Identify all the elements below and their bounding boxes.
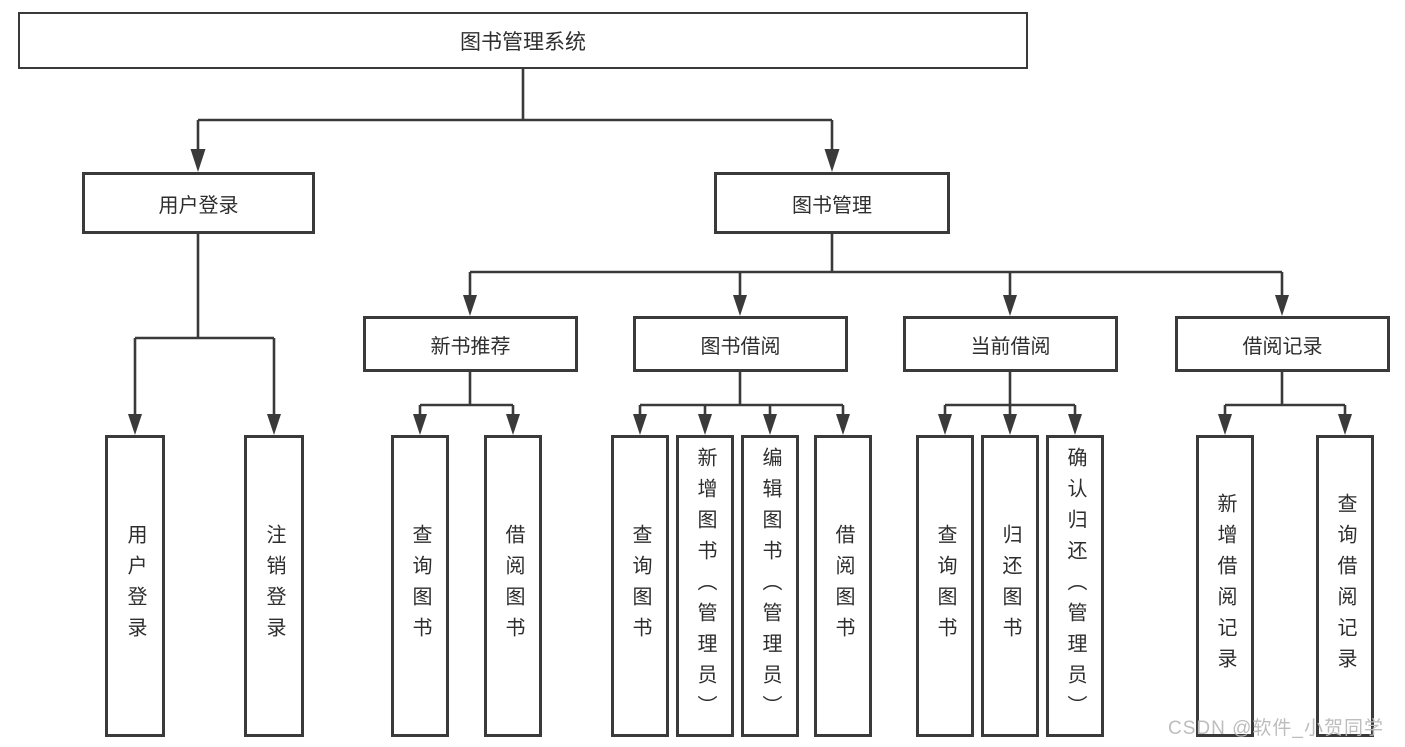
node-label: 用户登录: [124, 524, 146, 648]
node-label: 新书推荐: [430, 335, 511, 358]
node-label: 编辑图书（管理员）: [759, 446, 781, 726]
node-label: 当前借阅: [970, 335, 1051, 358]
leaf-borrow-books-1: 借阅图书: [484, 435, 542, 737]
node-label: 查询图书: [934, 524, 956, 648]
node-label: 新增借阅记录: [1214, 493, 1236, 679]
node-label: 图书借阅: [700, 335, 781, 358]
node-borrowing-records: 借阅记录: [1175, 316, 1390, 372]
leaf-return-books: 归还图书: [981, 435, 1039, 737]
leaf-query-books-1: 查询图书: [391, 435, 449, 737]
node-user-login: 用户登录: [82, 172, 315, 234]
leaf-add-books-admin: 新增图书（管理员）: [676, 435, 734, 737]
node-label: 借阅图书: [832, 524, 854, 648]
node-label: 借阅图书: [502, 524, 524, 648]
node-label: 新增图书（管理员）: [694, 446, 716, 726]
leaf-borrow-books-2: 借阅图书: [814, 435, 872, 737]
node-book-borrowing: 图书借阅: [633, 316, 848, 372]
node-label: 图书管理: [792, 194, 872, 217]
node-label: 查询图书: [629, 524, 651, 648]
node-label: 借阅记录: [1242, 335, 1323, 358]
node-label: 确认归还（管理员）: [1064, 446, 1086, 726]
leaf-edit-books-admin: 编辑图书（管理员）: [741, 435, 799, 737]
leaf-user-login: 用户登录: [105, 435, 165, 737]
node-label: 注销登录: [263, 524, 285, 648]
node-library-management-system: 图书管理系统: [18, 12, 1028, 69]
node-label: 图书管理系统: [460, 30, 586, 54]
leaf-query-books-2: 查询图书: [611, 435, 669, 737]
csdn-watermark: CSDN @软件_小贺同学: [1168, 718, 1384, 739]
leaf-confirm-return-admin: 确认归还（管理员）: [1046, 435, 1104, 737]
node-new-book-recommendation: 新书推荐: [363, 316, 578, 372]
node-book-management: 图书管理: [714, 172, 950, 234]
leaf-add-borrow-record: 新增借阅记录: [1196, 435, 1254, 737]
node-label: 用户登录: [158, 194, 239, 217]
node-current-borrowing: 当前借阅: [903, 316, 1118, 372]
node-label: 查询图书: [409, 524, 431, 648]
leaf-query-borrow-record: 查询借阅记录: [1316, 435, 1374, 737]
node-label: 归还图书: [999, 524, 1021, 648]
leaf-logout: 注销登录: [244, 435, 304, 737]
leaf-query-books-3: 查询图书: [916, 435, 974, 737]
node-label: 查询借阅记录: [1334, 493, 1356, 679]
